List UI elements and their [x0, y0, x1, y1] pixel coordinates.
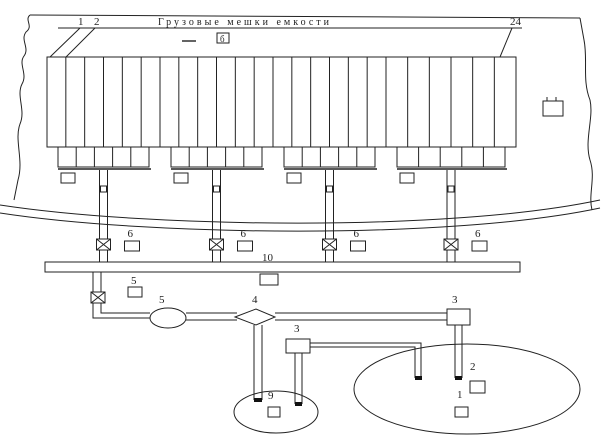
main-pipe-outer: [92, 272, 150, 319]
distributor-to-unit-pipe: [275, 312, 448, 321]
distributor: [233, 308, 277, 326]
unit-right-drop-pipe: [454, 325, 463, 378]
label-distributor: 4: [252, 294, 258, 306]
main-pipe-inner: [100, 272, 150, 314]
label-valve: 6: [475, 228, 481, 240]
unit-mid-drop-pipe: [294, 353, 303, 404]
label-small-reservoir: 9: [268, 390, 274, 402]
label-unit-right: 3: [452, 294, 458, 306]
label-reservoir-2: 2: [470, 361, 476, 373]
leader-1: [49, 27, 81, 58]
pump: [149, 307, 187, 329]
label-valve: 6: [241, 228, 247, 240]
pipe-flange: [100, 185, 107, 193]
valve-actuator-box: [350, 240, 366, 252]
valve-actuator-box: [237, 240, 253, 252]
label-tank-1: 1: [78, 16, 84, 28]
leader-2: [65, 27, 96, 58]
label-reservoir-1: 1: [457, 389, 463, 401]
valve-actuator-box: [471, 240, 488, 252]
tank-sump: [57, 146, 150, 168]
small-reservoir: [233, 390, 319, 434]
tank-sensor-box: [286, 172, 302, 184]
transfer-unit-right: [446, 308, 471, 326]
unit-mid-to-reservoir-pipe: [310, 342, 422, 378]
tank-sump: [283, 146, 376, 168]
label-valve: 6: [354, 228, 360, 240]
valve-cross-icon: [209, 238, 224, 251]
pipe-outlet: [455, 376, 462, 380]
label-valve: 6: [128, 228, 134, 240]
hull-left-break: [13, 14, 31, 201]
label-manifold: 10: [262, 252, 274, 264]
label-tank-2: 2: [94, 16, 100, 28]
diagram-title: Грузовые мешки емкости: [158, 17, 332, 28]
valve-cross-icon: [322, 238, 337, 251]
label-pump: 5: [159, 294, 165, 306]
label-main-valve: 5: [131, 275, 137, 287]
large-reservoir: [353, 343, 581, 435]
tank-sensor-box: [173, 172, 189, 184]
pipe-flange: [213, 185, 220, 193]
label-unit-mid: 3: [294, 323, 300, 335]
valve-cross-icon: [443, 238, 459, 251]
hull-right-break: [579, 17, 593, 211]
reservoir-2-box: [469, 380, 486, 394]
pump-to-distributor-pipe: [186, 312, 237, 321]
hull-curve-outer: [0, 199, 601, 224]
leader-24: [499, 27, 513, 58]
valve-actuator-box: [124, 240, 140, 252]
main-valve-box: [127, 286, 143, 298]
legend-box-label: б: [220, 34, 225, 44]
valve-cross-icon: [96, 238, 111, 251]
manifold-sensor-box: [259, 273, 279, 286]
label-tank-24: 24: [510, 16, 522, 28]
pipe-flange: [447, 185, 455, 193]
tank-sensor-box: [399, 172, 415, 184]
tank-sensor-box: [60, 172, 76, 184]
pipe-outlet: [295, 402, 302, 406]
pipe-outlet: [254, 398, 262, 402]
hull-curve-inner: [0, 207, 601, 232]
valve-cross-icon: [90, 291, 106, 304]
tank-sump: [396, 146, 506, 168]
pipe-outlet: [415, 376, 422, 380]
transfer-unit-mid: [285, 338, 311, 354]
pipe-flange: [326, 185, 333, 193]
legend-box: [216, 32, 230, 44]
reservoir-1-box: [454, 406, 469, 418]
small-reservoir-box: [267, 406, 281, 418]
manifold-header: [44, 261, 521, 273]
control-unit-box: [542, 100, 564, 117]
distributor-drop-pipe: [253, 325, 263, 400]
hull-top-edge: [29, 14, 581, 19]
tank-sump: [170, 146, 263, 168]
